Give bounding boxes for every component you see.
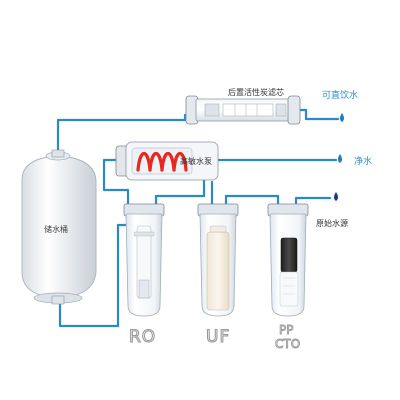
booster-pump: 高敏水泵 [115,141,219,181]
ro-housing: RO [123,203,165,348]
post-carbon-filter-label: 后置活性炭滤芯 [228,87,284,97]
outlet-source-water: 原始水源 [316,192,348,228]
pipe-pump-to-ro [102,158,130,208]
pipe-pp-to-source [294,196,332,208]
outlet-direct-drink-label: 可直饮水 [322,89,358,101]
outlet-pure-water: 净水 [338,154,372,167]
water-drop-icon [338,154,342,163]
stage-sublabel-cto: CTO [275,337,300,351]
stage-label-ro: RO [129,327,156,347]
pp-cto-housing: PP CTO [267,203,309,351]
storage-tank: 储水桶 [21,149,97,305]
outlet-direct-drink: 可直饮水 [322,89,358,122]
water-drop-icon [334,192,338,201]
pipe-tank-to-post-filter [56,113,187,162]
outlet-pure-water-label: 净水 [354,155,372,167]
pipe-uf-to-pp [224,194,280,208]
booster-pump-label: 高敏水泵 [180,156,212,166]
stage-label-uf: UF [206,327,230,347]
stage-label-pp: PP [279,323,293,337]
pipe-pump-to-pure-water [210,158,338,174]
outlet-source-water-label: 原始水源 [316,218,348,228]
pipe-post-filter-to-direct-drink [298,108,340,121]
uf-housing: UF [197,203,239,348]
pump-coil-icon [136,151,188,172]
water-drop-icon [340,113,344,122]
post-carbon-filter: 后置活性炭滤芯 [185,87,301,125]
storage-tank-label: 储水桶 [44,224,68,234]
pipe-ro-to-pump [154,163,206,208]
